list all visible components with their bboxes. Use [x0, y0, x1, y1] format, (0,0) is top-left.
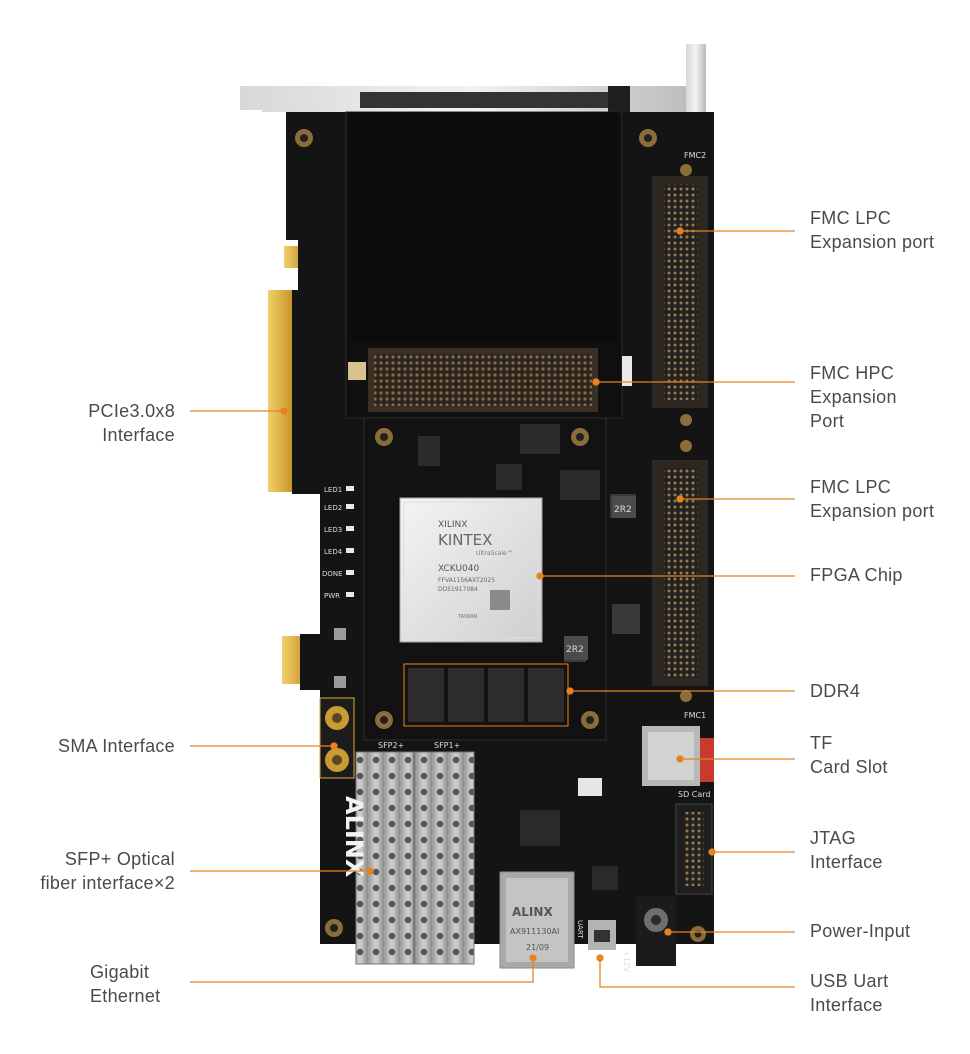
- svg-text:UART: UART: [576, 920, 584, 939]
- svg-text:LED1: LED1: [324, 486, 342, 494]
- svg-text:SD Card: SD Card: [678, 790, 711, 799]
- svg-text:FFVA1156AXT2025: FFVA1156AXT2025: [438, 577, 495, 584]
- label-power: Power-Input: [810, 921, 911, 941]
- svg-text:2R2: 2R2: [614, 505, 632, 515]
- svg-text:DD51917084: DD51917084: [438, 586, 478, 593]
- svg-text:ALINX: ALINX: [512, 905, 553, 919]
- svg-text:KINTEX: KINTEX: [438, 531, 492, 549]
- jtag-header: [675, 803, 713, 895]
- label-ddr4: DDR4: [810, 681, 861, 701]
- svg-text:FMC2: FMC2: [684, 151, 706, 160]
- svg-text:FMC1: FMC1: [684, 711, 706, 720]
- alinx-brand: ALINX: [340, 796, 368, 878]
- svg-text:AX911130AI: AX911130AI: [510, 927, 559, 936]
- leader-usb: [599, 958, 795, 988]
- svg-text:XILINX: XILINX: [438, 520, 467, 530]
- svg-text:DONE: DONE: [322, 570, 343, 578]
- ddr4-chips: [403, 663, 569, 727]
- led-indicators: LED1 LED2 LED3 LED4 DONE PWR: [322, 486, 354, 600]
- svg-text:21/09: 21/09: [526, 943, 549, 952]
- fmc-hpc-connector: [348, 348, 632, 412]
- sma-connectors: [319, 697, 355, 779]
- svg-text:PWR: PWR: [324, 592, 340, 600]
- svg-text:2R2: 2R2: [566, 645, 584, 655]
- pcie-bracket: [240, 44, 706, 148]
- svg-text:SFP2+: SFP2+: [378, 741, 404, 750]
- svg-text:TAIWAN: TAIWAN: [457, 614, 478, 620]
- tf-card-slot: SD Card: [642, 726, 714, 799]
- usb-uart-port: UART: [576, 920, 616, 950]
- label-fpga: FPGA Chip: [810, 565, 903, 585]
- fmc-lpc-connector-top: FMC2: [652, 151, 708, 452]
- fpga-chip: XILINX KINTEX UltraScale™ XCKU040 FFVA11…: [399, 497, 543, 643]
- sfp-cages: SFP2+ SFP1+: [355, 741, 475, 965]
- leader-ethernet: [190, 958, 534, 983]
- svg-text:SFP1+: SFP1+: [434, 741, 460, 750]
- label-sma: SMA Interface: [58, 736, 175, 756]
- ethernet-jack: ALINX AX911130AI 21/09: [499, 871, 575, 969]
- svg-text:UltraScale™: UltraScale™: [476, 550, 513, 557]
- svg-text:+12V: +12V: [622, 950, 631, 973]
- svg-text:LED2: LED2: [324, 504, 342, 512]
- svg-text:LED4: LED4: [324, 548, 343, 556]
- svg-text:LED3: LED3: [324, 526, 342, 534]
- svg-text:XCKU040: XCKU040: [438, 564, 479, 574]
